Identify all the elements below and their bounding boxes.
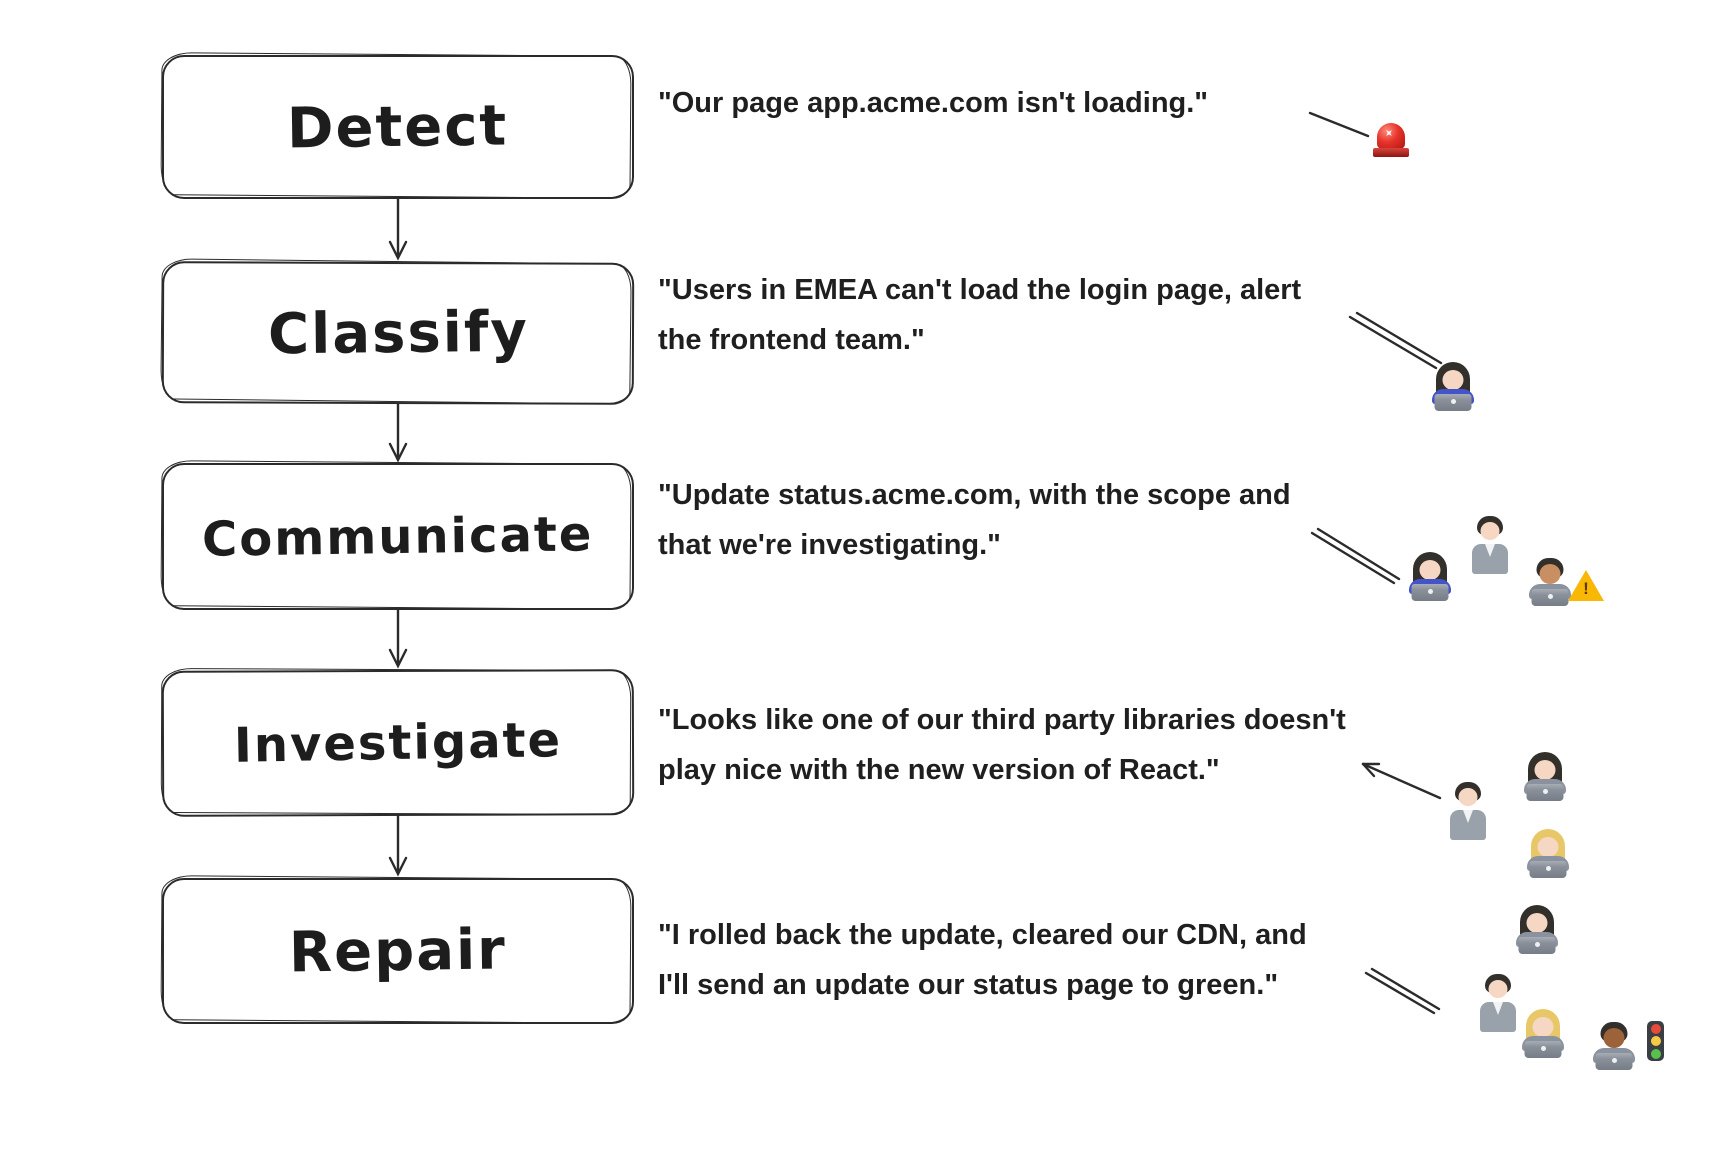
laptop-icon — [1531, 589, 1569, 606]
traffic-red-lamp — [1650, 1023, 1661, 1034]
quote-line: "I rolled back the update, cleared our C… — [658, 919, 1307, 951]
quote-line: I'll send an update our status page to g… — [658, 969, 1279, 1001]
woman-technologist-icon — [1521, 751, 1569, 801]
person-face — [1480, 522, 1500, 540]
laptop-icon — [1518, 937, 1556, 954]
stage-label-repair: Repair — [288, 916, 508, 986]
quote-investigate: "Looks like one of our third party libra… — [658, 695, 1346, 795]
person-face — [1458, 788, 1478, 806]
laptop-icon — [1526, 784, 1564, 801]
person-body — [1450, 810, 1486, 840]
laptop-icon — [1411, 584, 1449, 601]
person-face — [1419, 560, 1441, 580]
laptop-icon — [1529, 861, 1567, 878]
quote-line: "Our page app.acme.com isn't loading." — [658, 87, 1209, 119]
stage-label-investigate: Investigate — [233, 712, 563, 774]
warning-sign-icon — [1568, 570, 1604, 602]
quote-line: that we're investigating." — [658, 529, 1001, 561]
person-face — [1537, 837, 1559, 857]
person-face — [1442, 370, 1464, 390]
blonde-woman-technologist-icon — [1519, 1008, 1567, 1058]
laptop-icon — [1434, 394, 1472, 411]
quote-detect: "Our page app.acme.com isn't loading." — [658, 78, 1208, 128]
woman-technologist-icon — [1513, 904, 1561, 954]
quote-line: "Looks like one of our third party libra… — [658, 704, 1346, 736]
blonde-woman-technologist-icon — [1524, 828, 1572, 878]
stage-label-detect: Detect — [286, 92, 510, 162]
quote-line: the frontend team." — [658, 324, 925, 356]
stage-box-classify: Classify — [161, 261, 635, 405]
woman-technologist-icon — [1429, 361, 1477, 411]
stage-box-repair: Repair — [162, 878, 634, 1024]
quote-repair: "I rolled back the update, cleared our C… — [658, 910, 1307, 1010]
quote-classify: "Users in EMEA can't load the login page… — [658, 265, 1301, 365]
quote-line: play nice with the new version of React.… — [658, 754, 1220, 786]
stage-box-detect: Detect — [162, 55, 634, 199]
siren-dome — [1377, 123, 1405, 149]
person-face — [1526, 913, 1548, 933]
traffic-light-icon — [1647, 1021, 1664, 1061]
quote-line: "Update status.acme.com, with the scope … — [658, 479, 1291, 511]
stage-label-communicate: Communicate — [201, 505, 595, 568]
man-technologist-medium-skin-icon — [1526, 556, 1574, 606]
woman-technologist-icon — [1406, 551, 1454, 601]
man-standing-icon — [1468, 516, 1512, 574]
person-face — [1532, 1017, 1554, 1037]
traffic-yellow-lamp — [1650, 1036, 1661, 1046]
stage-box-communicate: Communicate — [162, 463, 634, 610]
person-body — [1480, 1002, 1516, 1032]
traffic-green-lamp — [1650, 1048, 1661, 1059]
person-body — [1472, 544, 1508, 574]
person-face — [1534, 760, 1556, 780]
quote-line: "Users in EMEA can't load the login page… — [658, 274, 1302, 306]
quote-communicate: "Update status.acme.com, with the scope … — [658, 470, 1291, 570]
rotating-siren-icon — [1370, 120, 1412, 162]
person-face — [1603, 1028, 1625, 1048]
man-technologist-dark-skin-icon — [1590, 1020, 1638, 1070]
stage-label-classify: Classify — [267, 299, 529, 367]
warning-triangle — [1568, 570, 1604, 601]
laptop-icon — [1524, 1041, 1562, 1058]
man-standing-icon — [1476, 974, 1520, 1032]
person-face — [1488, 980, 1508, 998]
person-face — [1539, 564, 1561, 584]
man-standing-icon — [1446, 782, 1490, 840]
stage-box-investigate: Investigate — [161, 669, 635, 817]
laptop-icon — [1595, 1053, 1633, 1070]
siren-base — [1373, 148, 1409, 157]
